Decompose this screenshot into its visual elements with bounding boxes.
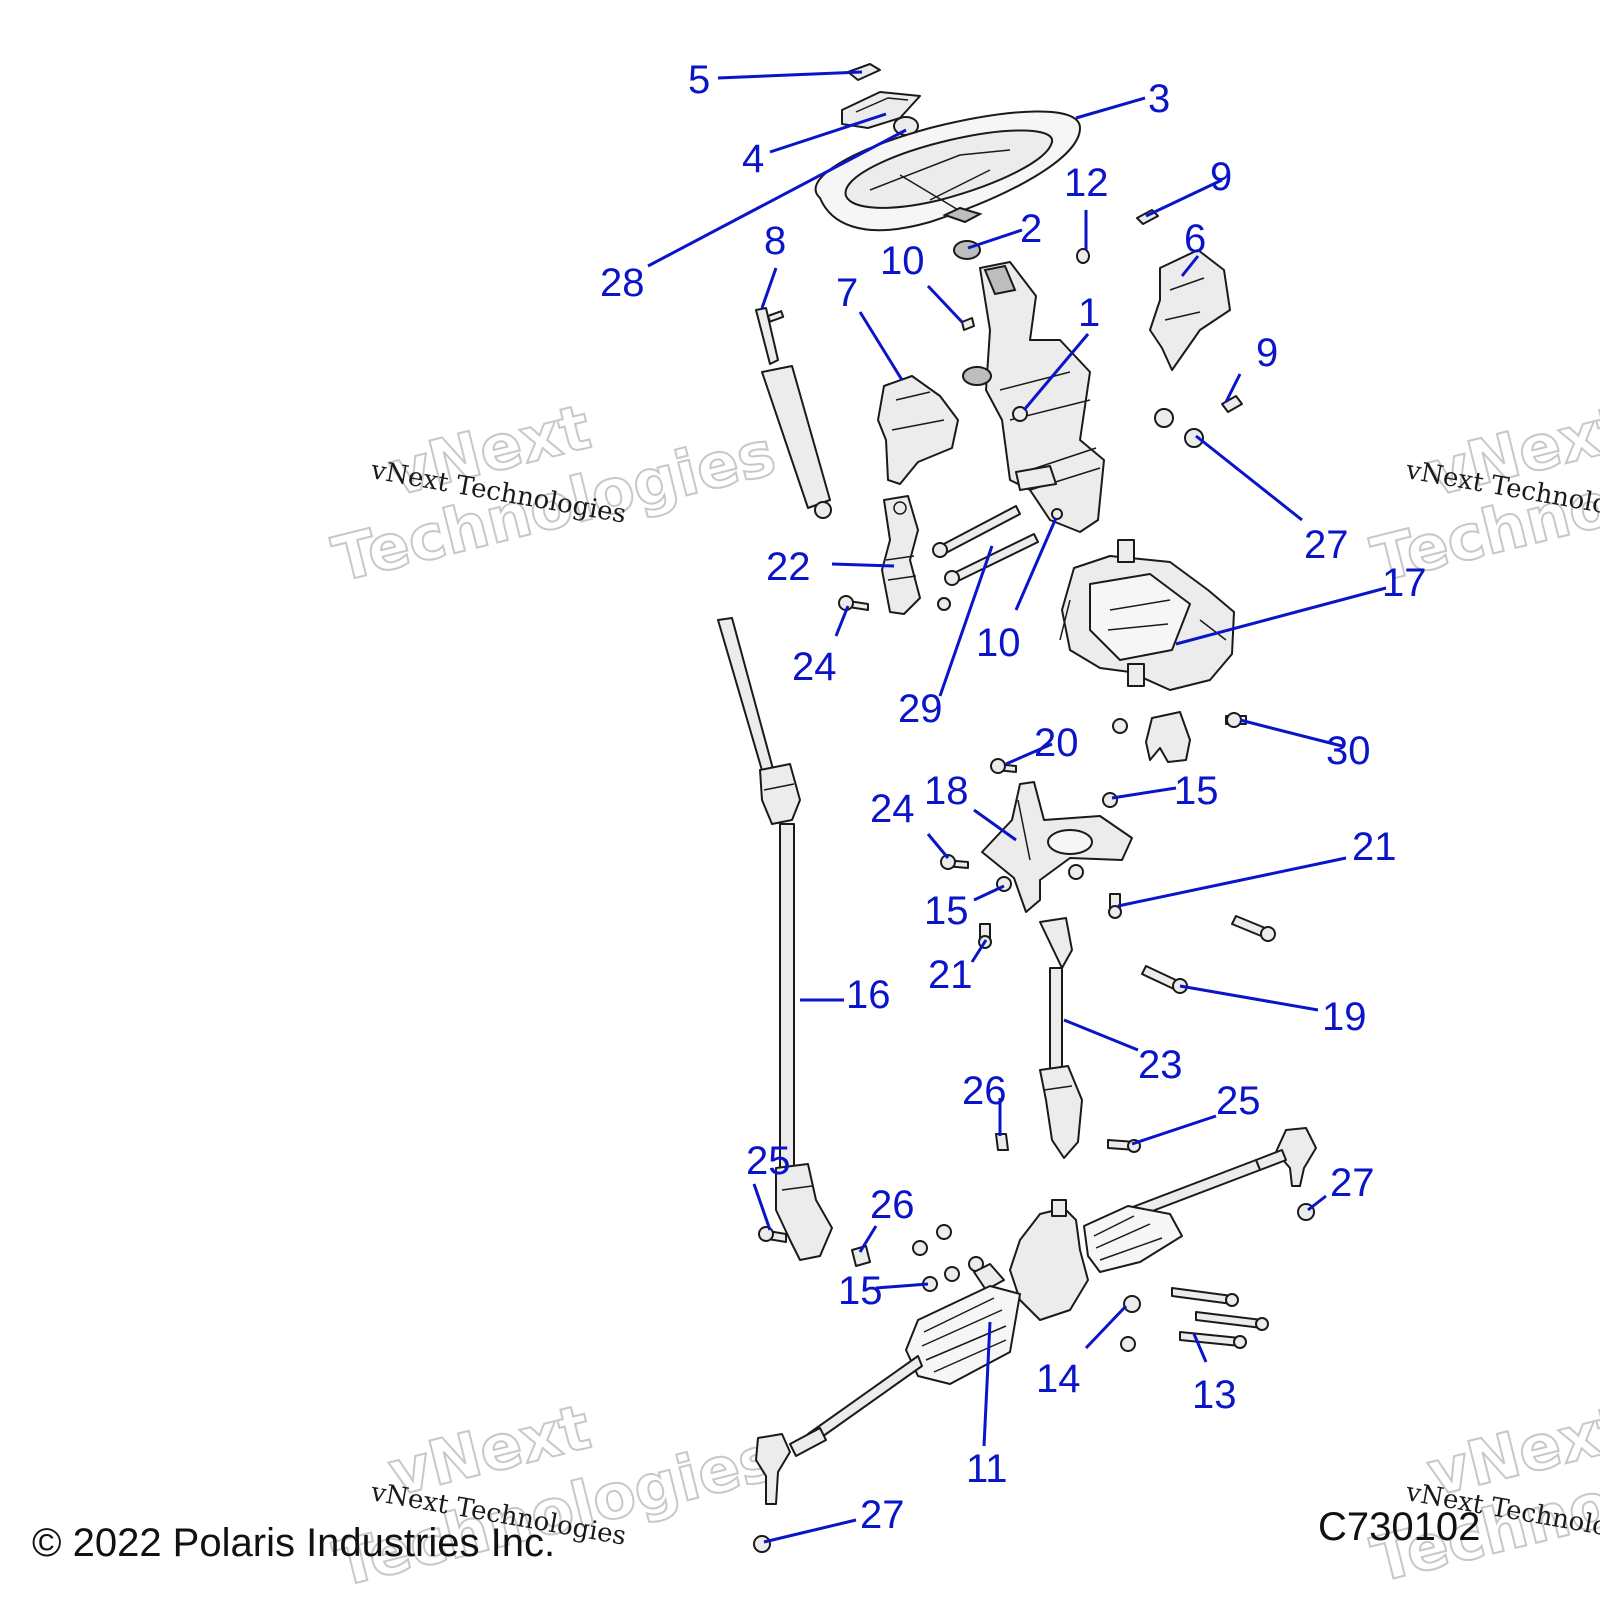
part-cover-right bbox=[1149, 249, 1231, 371]
part-nut bbox=[1112, 718, 1128, 734]
callout-28: 28 bbox=[600, 261, 645, 305]
part-nut bbox=[1068, 864, 1084, 880]
part-short-shaft bbox=[1039, 917, 1083, 1159]
callout-9: 9 bbox=[1210, 155, 1232, 199]
callout-16: 16 bbox=[846, 973, 891, 1017]
part-nut bbox=[1051, 508, 1063, 520]
callout-18: 18 bbox=[924, 769, 969, 813]
callout-8: 8 bbox=[764, 219, 786, 263]
part-column-bracket bbox=[979, 261, 1105, 533]
callout-30: 30 bbox=[1326, 729, 1371, 773]
part-nut bbox=[944, 1266, 960, 1282]
part-cap bbox=[847, 63, 881, 81]
part-mounting-bracket bbox=[981, 781, 1133, 913]
part-nut bbox=[1184, 428, 1204, 448]
part-bushing bbox=[962, 366, 992, 386]
callout-24: 24 bbox=[792, 645, 837, 689]
part-nut bbox=[753, 1535, 771, 1553]
part-intermediate-shaft bbox=[717, 617, 833, 1261]
part-u-joint bbox=[881, 495, 921, 615]
part-bushing bbox=[953, 240, 981, 260]
part-long-bolt bbox=[1171, 1287, 1233, 1305]
callout-29: 29 bbox=[898, 687, 943, 731]
callout-25: 25 bbox=[1216, 1079, 1261, 1123]
part-long-bolt bbox=[1179, 1331, 1241, 1347]
callout-20: 20 bbox=[1034, 721, 1079, 765]
part-bolt bbox=[961, 317, 975, 331]
callout-23: 23 bbox=[1138, 1043, 1183, 1087]
callout-17: 17 bbox=[1382, 561, 1427, 605]
part-cover-left bbox=[877, 375, 959, 485]
callout-19: 19 bbox=[1322, 995, 1367, 1039]
copyright-text: © 2022 Polaris Industries Inc. bbox=[32, 1521, 555, 1565]
figure-code: C730102 bbox=[1318, 1505, 1480, 1549]
callout-22: 22 bbox=[766, 545, 811, 589]
callout-3: 3 bbox=[1148, 77, 1170, 121]
part-nut bbox=[937, 597, 951, 611]
callout-14: 14 bbox=[1036, 1357, 1081, 1401]
part-nut bbox=[1076, 248, 1090, 264]
part-gearbox bbox=[1059, 539, 1235, 691]
callout-25: 25 bbox=[746, 1139, 791, 1183]
callout-15: 15 bbox=[1174, 769, 1219, 813]
part-gas-strut bbox=[755, 307, 832, 519]
part-nut bbox=[1102, 792, 1118, 808]
callout-15: 15 bbox=[924, 889, 969, 933]
callout-12: 12 bbox=[1064, 161, 1109, 205]
callout-21: 21 bbox=[1352, 825, 1397, 869]
callout-9: 9 bbox=[1256, 331, 1278, 375]
callout-10: 10 bbox=[976, 621, 1021, 665]
part-clip bbox=[995, 1133, 1009, 1151]
part-clevis bbox=[1145, 711, 1191, 763]
leader-lines bbox=[647, 70, 1387, 1544]
callout-1: 1 bbox=[1078, 291, 1100, 335]
callout-4: 4 bbox=[742, 137, 764, 181]
part-steering-rack bbox=[755, 1127, 1317, 1505]
callout-24: 24 bbox=[870, 787, 915, 831]
callout-2: 2 bbox=[1020, 207, 1042, 251]
callout-15: 15 bbox=[838, 1269, 883, 1313]
part-nut bbox=[912, 1240, 928, 1256]
callout-26: 26 bbox=[870, 1183, 915, 1227]
part-nut bbox=[1120, 1336, 1136, 1352]
part-steering-wheel bbox=[814, 110, 1081, 232]
callout-10: 10 bbox=[880, 239, 925, 283]
part-nut bbox=[936, 1224, 952, 1240]
callout-11: 11 bbox=[966, 1447, 1008, 1491]
callout-26: 26 bbox=[962, 1069, 1007, 1113]
part-nut bbox=[1123, 1295, 1141, 1313]
callout-21: 21 bbox=[928, 953, 973, 997]
part-long-bolt bbox=[1195, 1311, 1263, 1329]
callout-27: 27 bbox=[1330, 1161, 1375, 1205]
callout-5: 5 bbox=[688, 58, 710, 102]
callout-13: 13 bbox=[1192, 1373, 1237, 1417]
callout-7: 7 bbox=[836, 271, 858, 315]
callout-27: 27 bbox=[860, 1493, 905, 1537]
part-nut bbox=[1154, 408, 1174, 428]
callouts: 1 2 3 4 5 6 7 8 9 9 10 10 11 12 13 14 15… bbox=[600, 58, 1427, 1537]
callout-27: 27 bbox=[1304, 523, 1349, 567]
callout-6: 6 bbox=[1184, 217, 1206, 261]
parts bbox=[717, 63, 1317, 1553]
part-bolt bbox=[1221, 395, 1243, 413]
